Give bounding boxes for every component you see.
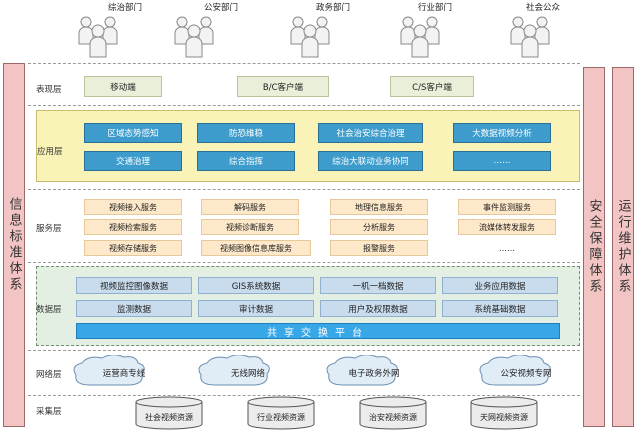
- layer-divider: [28, 350, 580, 351]
- application-layer-label: 应用层: [37, 147, 63, 157]
- user-group: 政务部门: [280, 0, 350, 60]
- service-item: 事件监测服务: [458, 199, 556, 215]
- layer-divider: [28, 262, 580, 263]
- user-label: 政务部门: [315, 3, 350, 13]
- network-item: 电子政务外网: [348, 369, 400, 379]
- shared-exchange-platform: 共享交换平台: [76, 323, 560, 339]
- users-icon: [290, 16, 330, 58]
- presentation-layer-label: 表现层: [36, 85, 62, 95]
- user-label: 综治部门: [107, 3, 142, 13]
- network-item: 运营商专线: [102, 369, 146, 379]
- presentation-item: B/C客户端: [237, 76, 329, 97]
- user-groups: 综治部门 公安部门 政务部门 行业: [40, 0, 580, 60]
- cloud-icon: [73, 355, 145, 386]
- application-module: 综治大联动业务协同: [318, 151, 423, 171]
- layer-divider: [28, 63, 580, 64]
- network-layer-label: 网络层: [36, 370, 62, 380]
- service-item: 地理信息服务: [330, 199, 428, 215]
- service-item: 解码服务: [201, 199, 299, 215]
- application-module: 社会治安综合治理: [318, 123, 423, 143]
- operation-pillar: 运行维护体系: [612, 67, 634, 427]
- network-item: 公安视频专网: [500, 369, 552, 379]
- users-icon: [400, 16, 440, 58]
- application-module: 大数据视频分析: [453, 123, 551, 143]
- data-item: 用户及权限数据: [320, 300, 436, 317]
- service-item: 视频诊断服务: [201, 219, 299, 235]
- application-module: ……: [453, 151, 551, 171]
- data-layer-label: 数据层: [36, 305, 62, 315]
- service-item: 视频检索服务: [84, 219, 182, 235]
- data-item: 一机一档数据: [320, 277, 436, 294]
- user-label: 社会公众: [525, 3, 560, 13]
- cloud-icon: [326, 355, 398, 386]
- users-icon: [78, 16, 118, 58]
- service-item: 视频存储服务: [84, 240, 182, 256]
- data-item: 业务应用数据: [442, 277, 558, 294]
- collection-cylinders: [135, 396, 538, 430]
- application-module: 防恐维稳: [197, 123, 295, 143]
- collection-item: 社会视频资源: [145, 412, 193, 422]
- layer-divider: [28, 189, 580, 190]
- service-layer-label: 服务层: [36, 224, 62, 234]
- data-item: 视频监控图像数据: [76, 277, 192, 294]
- collection-item: 治安视频资源: [369, 412, 417, 422]
- service-item: 报警服务: [330, 240, 428, 256]
- cloud-icon: [479, 355, 551, 386]
- user-group: 行业部门: [390, 0, 452, 60]
- network-item: 无线网络: [230, 369, 265, 379]
- collection-item: 行业视频资源: [257, 412, 305, 422]
- layer-divider: [28, 395, 580, 396]
- service-item: ……: [458, 240, 556, 256]
- database-icon: [247, 396, 315, 430]
- info-standard-pillar: 信息标准体系: [3, 63, 25, 427]
- application-module: 交通治理: [84, 151, 182, 171]
- users-icon: [510, 16, 550, 58]
- presentation-item: C/S客户端: [390, 76, 474, 97]
- data-item: 系统基础数据: [442, 300, 558, 317]
- database-icon: [135, 396, 203, 430]
- service-item: 分析服务: [330, 219, 428, 235]
- service-item: 视频图像信息库服务: [201, 240, 311, 256]
- users-icon: [174, 16, 214, 58]
- database-icon: [359, 396, 427, 430]
- collection-item: 天网视频资源: [480, 412, 528, 422]
- presentation-item: 移动端: [84, 76, 162, 97]
- user-group: 综治部门: [68, 0, 142, 60]
- data-item: 监测数据: [76, 300, 192, 317]
- data-item: GIS系统数据: [198, 277, 314, 294]
- security-pillar: 安全保障体系: [583, 67, 605, 427]
- application-module: 区域态势感知: [84, 123, 182, 143]
- service-item: 流媒体转发服务: [458, 219, 556, 235]
- user-group: 社会公众: [500, 0, 560, 60]
- user-label: 行业部门: [417, 3, 452, 13]
- cloud-icon: [198, 355, 270, 386]
- application-panel: [36, 110, 580, 182]
- collection-layer-label: 采集层: [36, 407, 62, 417]
- user-group: 公安部门: [164, 0, 238, 60]
- user-label: 公安部门: [203, 3, 238, 13]
- data-item: 审计数据: [198, 300, 314, 317]
- layer-divider: [28, 105, 580, 106]
- network-clouds: [73, 355, 551, 386]
- service-item: 视频接入服务: [84, 199, 182, 215]
- application-module: 综合指挥: [197, 151, 295, 171]
- database-icon: [470, 396, 538, 430]
